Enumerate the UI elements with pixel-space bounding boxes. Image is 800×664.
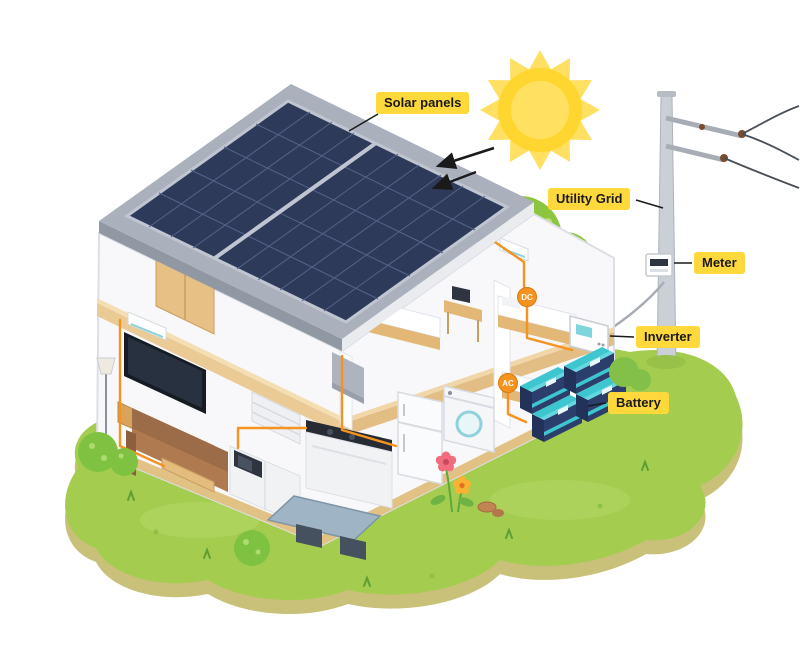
- connector-inverter: [609, 335, 635, 338]
- dining-chair: [340, 536, 366, 560]
- solar-panel-array: [124, 99, 510, 324]
- wire-ac-to-battery: [506, 391, 528, 424]
- label-meter: Meter: [694, 252, 745, 274]
- label-solar-panels: Solar panels: [376, 92, 470, 114]
- bed-gable-room: [497, 295, 577, 346]
- pole-cap: [657, 91, 676, 97]
- fridge: [397, 391, 443, 485]
- wire-dc-to-inverter: [525, 305, 574, 352]
- flower-yellow: [453, 476, 471, 494]
- wire-roof-to-dc: [490, 238, 526, 289]
- connector-battery: [587, 402, 607, 407]
- bush-right: [609, 357, 651, 391]
- stairs: [251, 391, 301, 445]
- wiring: [118, 238, 590, 468]
- microwave: [234, 450, 262, 478]
- sun: [480, 50, 600, 170]
- sun-highlight: [511, 81, 569, 139]
- power-line: [741, 105, 800, 135]
- dc-badge: DC: [517, 287, 537, 307]
- ac-unit-living: [127, 311, 167, 341]
- flowers: [430, 451, 504, 517]
- ac-badge: AC: [498, 373, 518, 393]
- meter-device: [645, 253, 673, 277]
- bush-left: [78, 432, 138, 476]
- roof-eave-edge: [99, 221, 342, 351]
- range-hood: [332, 352, 364, 404]
- grass-mound: [646, 355, 686, 369]
- grass-patch: [490, 480, 630, 520]
- power-line: [723, 157, 800, 189]
- wire-living-room: [118, 318, 166, 468]
- dining-chair: [296, 524, 322, 548]
- insulator: [699, 124, 705, 130]
- grass-tufts: [127, 459, 649, 587]
- wire-middle-drop: [340, 354, 398, 448]
- label-battery: Battery: [608, 392, 669, 414]
- desk-computer: [444, 286, 482, 342]
- grass-patch: [140, 502, 260, 538]
- sunlight-arrows: [431, 146, 495, 190]
- bush-bottom: [234, 530, 270, 566]
- connector-lines: [348, 113, 692, 407]
- washing-machine: [443, 385, 495, 453]
- wire-kitchen: [236, 426, 308, 450]
- roof: [99, 84, 534, 351]
- connector-utility-grid: [635, 199, 664, 209]
- utility-pole: [605, 91, 800, 369]
- stove: [305, 420, 393, 509]
- rock: [492, 509, 504, 517]
- flower-pink: [435, 451, 457, 472]
- panel-array-divider: [213, 141, 378, 260]
- roof-gable-fascia: [342, 202, 534, 351]
- connector-solar-panels: [348, 113, 379, 132]
- label-inverter: Inverter: [636, 326, 700, 348]
- crossarm-lower: [665, 143, 725, 163]
- label-utility-grid: Utility Grid: [548, 188, 631, 210]
- dining-table: [266, 495, 382, 560]
- tv: [124, 332, 206, 414]
- power-line: [741, 133, 800, 161]
- rock: [477, 501, 497, 513]
